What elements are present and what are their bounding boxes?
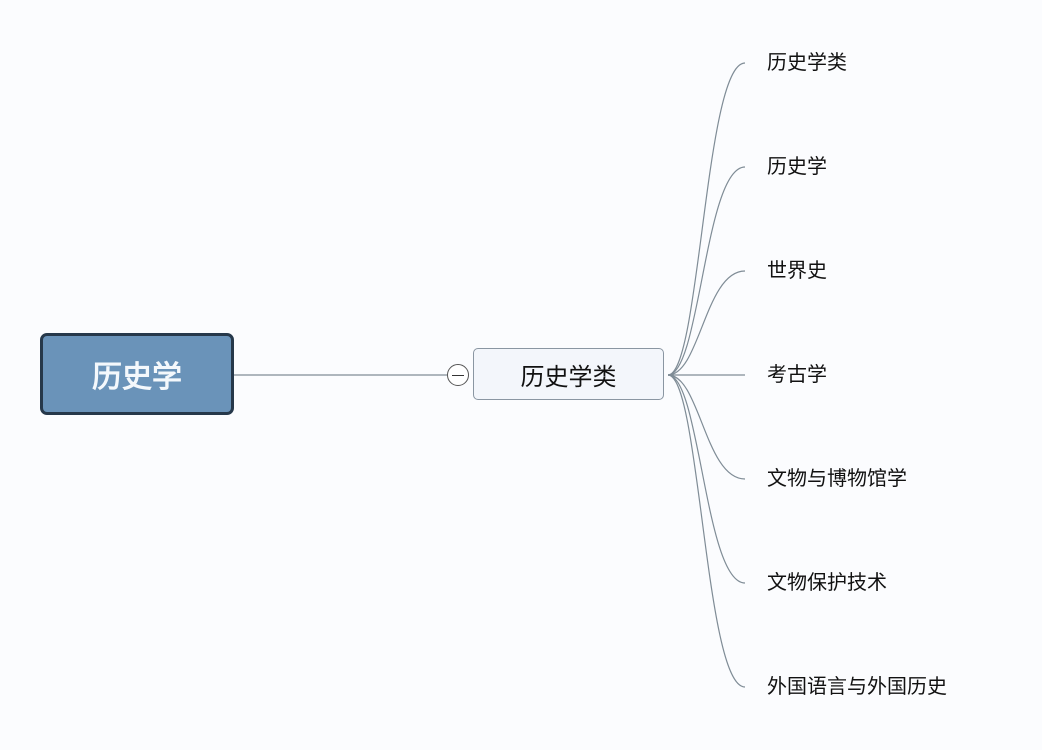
leaf-connector <box>667 270 746 376</box>
leaf-connector <box>667 166 746 376</box>
root-node[interactable]: 历史学 <box>40 333 234 415</box>
leaf-node[interactable]: 外国语言与外国历史 <box>767 674 947 698</box>
leaf-node[interactable]: 世界史 <box>767 258 827 282</box>
leaf-node[interactable]: 历史学 <box>767 154 827 178</box>
leaf-connector <box>667 62 746 376</box>
leaf-connector <box>667 374 746 584</box>
branch-label: 历史学类 <box>520 362 617 391</box>
leaf-node[interactable]: 考古学 <box>767 362 827 386</box>
root-label: 历史学 <box>92 360 182 395</box>
minus-circle-icon[interactable] <box>447 364 469 386</box>
leaf-node[interactable]: 文物保护技术 <box>767 570 887 594</box>
leaf-connector <box>667 374 746 480</box>
leaf-node[interactable]: 文物与博物馆学 <box>767 466 907 490</box>
branch-node[interactable]: 历史学类 <box>473 348 664 400</box>
leaf-node[interactable]: 历史学类 <box>767 50 847 74</box>
leaf-connector <box>667 374 746 688</box>
